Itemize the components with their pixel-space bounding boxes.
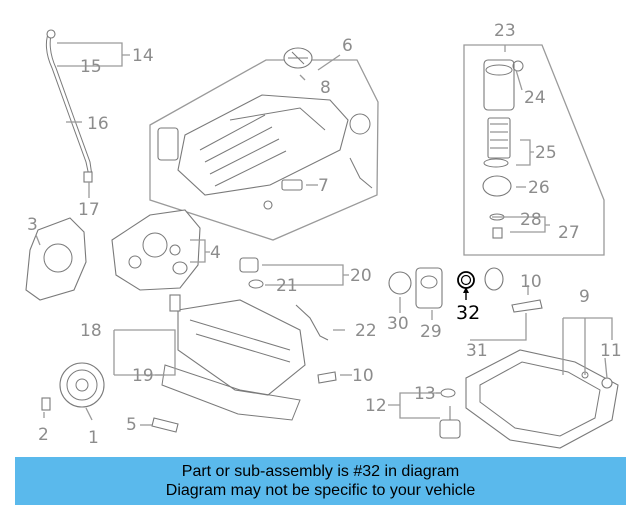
leader-lines (35, 42, 613, 426)
valve-cover-drawing (161, 294, 306, 421)
callout-29: 29 (420, 322, 442, 342)
oil-filter-drawing (482, 59, 524, 239)
callout-2: 2 (38, 425, 49, 445)
callout-28: 28 (520, 210, 542, 230)
callout-23: 23 (494, 21, 516, 41)
callout-32-highlighted: 32 (456, 302, 480, 324)
callout-9: 9 (579, 287, 590, 307)
callout-11: 11 (600, 341, 622, 361)
crank-pulley-drawing (41, 362, 105, 411)
bolt-10b-part (317, 371, 337, 384)
callout-19: 19 (132, 366, 154, 386)
callout-5: 5 (126, 415, 137, 435)
callout-12: 12 (365, 396, 387, 416)
callout-20: 20 (350, 266, 372, 286)
callout-24: 24 (524, 88, 546, 108)
callout-15: 15 (80, 57, 102, 77)
callout-27: 27 (558, 223, 580, 243)
banner-line-1: Part or sub-assembly is #32 in diagram (181, 463, 460, 480)
callout-10a: 10 (520, 272, 542, 292)
callout-26: 26 (528, 178, 550, 198)
callout-1: 1 (88, 428, 99, 448)
timing-cover-seal (43, 243, 73, 273)
intake-manifold-drawing (157, 47, 373, 210)
bolt-10-part (511, 299, 543, 313)
front-cover-part (111, 209, 201, 291)
dipstick-drawing (45, 29, 93, 183)
gasket-30-part (388, 271, 412, 295)
cooler-adapter-part (484, 267, 504, 291)
callout-10b: 10 (352, 366, 374, 386)
timing-cover-part (25, 217, 87, 301)
plug-part (239, 257, 259, 273)
callout-4: 4 (210, 243, 221, 263)
washer-13-part (440, 388, 456, 398)
banner-line-2: Diagram may not be specific to your vehi… (165, 482, 476, 499)
callout-3: 3 (27, 215, 38, 235)
oil-pan-drawing (465, 349, 619, 449)
callout-21: 21 (276, 276, 298, 296)
callout-30: 30 (387, 314, 409, 334)
highlighted-part-32 (457, 271, 475, 300)
info-banner: Part or sub-assembly is #32 in diagram D… (15, 457, 626, 505)
parts-diagram: 1 2 3 4 5 6 7 8 9 10 10 11 12 13 14 15 1… (25, 21, 622, 449)
callout-16: 16 (87, 114, 109, 134)
callout-18: 18 (80, 321, 102, 341)
callout-25: 25 (535, 143, 557, 163)
callout-6: 6 (342, 36, 353, 56)
callout-labels: 1 2 3 4 5 6 7 8 9 10 10 11 12 13 14 15 1… (27, 21, 622, 448)
callout-14: 14 (132, 46, 154, 66)
callout-17: 17 (78, 200, 100, 220)
callout-13: 13 (414, 384, 436, 404)
oil-filter-group-panel (463, 44, 605, 256)
callout-31: 31 (466, 341, 488, 361)
seal-5-part (151, 417, 179, 433)
callout-22: 22 (355, 321, 377, 341)
sender-12-drawing (439, 406, 461, 439)
intake-group-panel (149, 59, 379, 241)
callout-7: 7 (318, 176, 329, 196)
callout-8: 8 (320, 78, 331, 98)
breather-hose-part (295, 304, 329, 341)
